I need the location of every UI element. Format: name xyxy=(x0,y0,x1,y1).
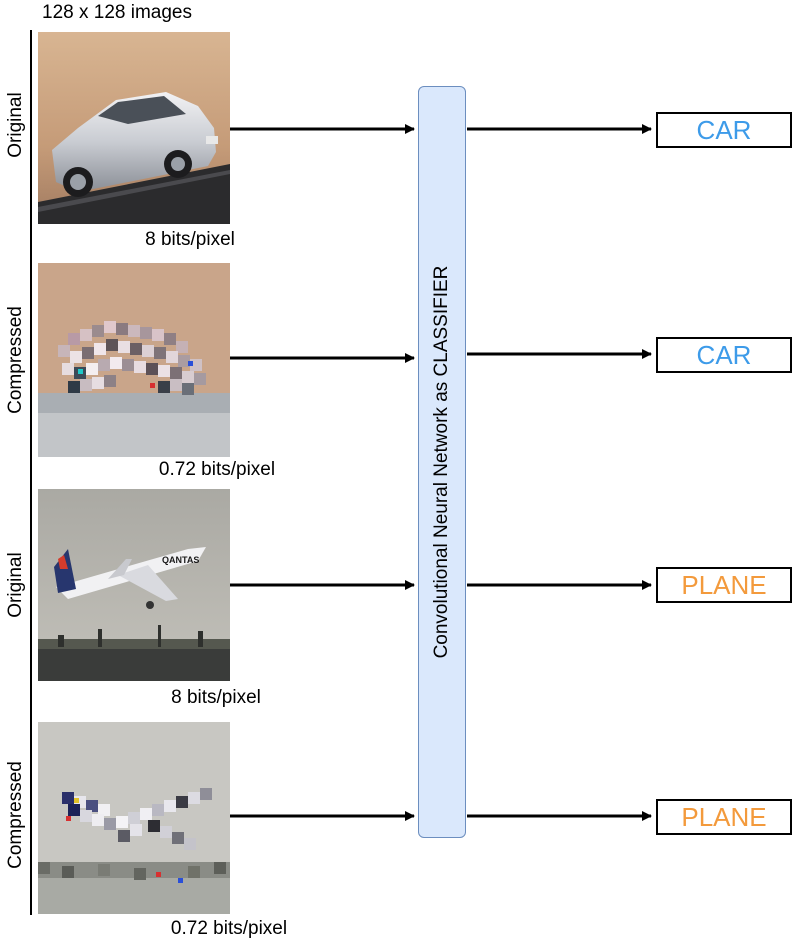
car-compressed-image xyxy=(38,263,230,457)
bpp-label: 8 bits/pixel xyxy=(171,687,261,708)
bpp-label: 8 bits/pixel xyxy=(145,229,235,250)
output-label-box: PLANE xyxy=(656,567,792,603)
svg-text:QANTAS: QANTAS xyxy=(162,555,199,565)
plane-original-image: QANTAS xyxy=(38,489,230,681)
plane-compressed-image xyxy=(38,722,230,914)
bpp-label: 0.72 bits/pixel xyxy=(158,459,276,480)
image-size-label: 128 x 128 images xyxy=(42,2,192,23)
cnn-classifier-box: Convolutional Neural Network as CLASSIFI… xyxy=(418,86,466,838)
cnn-classifier-label: Convolutional Neural Network as CLASSIFI… xyxy=(431,265,452,659)
bpp-label: 0.72 bits/pixel xyxy=(170,918,288,939)
output-label-box: CAR xyxy=(656,337,792,373)
car-original-image xyxy=(38,32,230,224)
left-divider xyxy=(30,30,32,915)
output-label-box: CAR xyxy=(656,112,792,148)
output-label-box: PLANE xyxy=(656,799,792,835)
